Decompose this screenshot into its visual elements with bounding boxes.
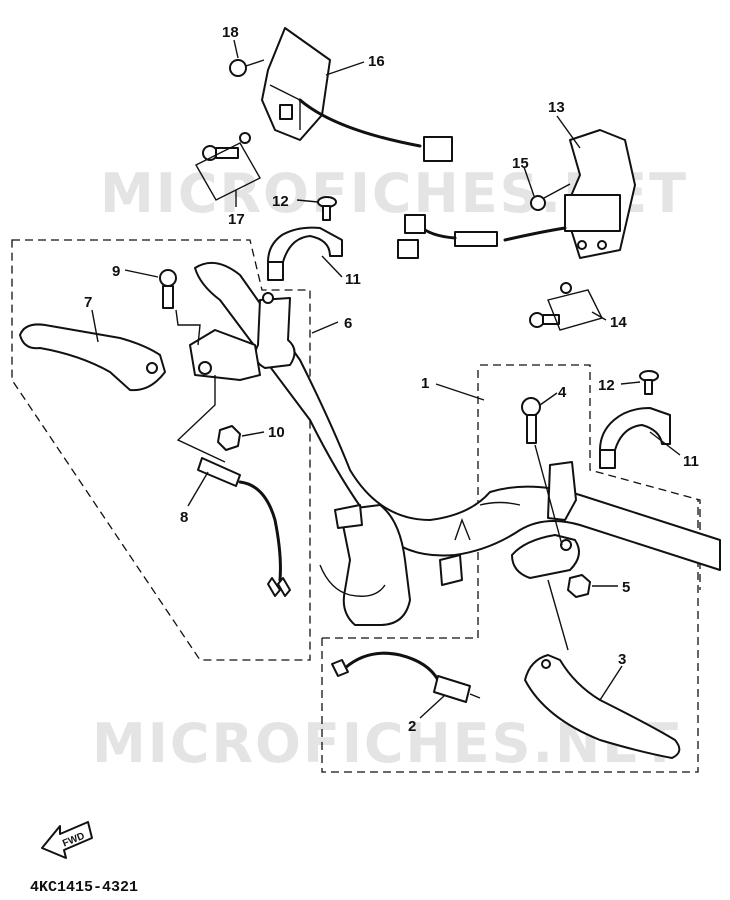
leader-11-upper	[321, 255, 343, 278]
callout-3: 3	[618, 651, 626, 668]
callout-11-right: 11	[683, 453, 699, 470]
callout-13: 13	[548, 99, 565, 116]
bolt-4	[521, 397, 541, 444]
diagram-code: 4KC1415-4321	[30, 879, 138, 896]
callout-16: 16	[368, 53, 385, 70]
leader-1	[435, 383, 485, 401]
callout-18: 18	[222, 24, 239, 41]
nut-5	[567, 574, 591, 598]
callout-6: 6	[344, 315, 352, 332]
screw-14	[529, 282, 572, 328]
handlebar	[194, 261, 721, 571]
callout-2: 2	[408, 718, 416, 735]
leader-holder-switch	[176, 375, 226, 463]
right-lever-holder	[511, 461, 580, 579]
callout-17: 17	[228, 211, 245, 228]
leader-17-box	[195, 142, 261, 201]
leader-lever-3	[547, 579, 569, 651]
leader-7	[91, 309, 99, 343]
handlebar-holder	[319, 504, 471, 626]
screw-17	[202, 132, 251, 161]
callout-8: 8	[180, 509, 188, 526]
screw-15	[530, 183, 571, 211]
leader-8	[187, 471, 209, 507]
right-lever-group-box-side	[322, 365, 479, 639]
right-lever-group-box-upper	[480, 364, 701, 590]
clutch-switch	[197, 457, 291, 597]
leader-18	[233, 39, 239, 59]
callout-1: 1	[421, 375, 429, 392]
leader-16	[325, 61, 365, 76]
left-lever-holder	[189, 292, 296, 381]
right-lever	[524, 654, 681, 759]
screw-12-right	[639, 370, 659, 395]
leader-14	[591, 311, 607, 321]
callout-5: 5	[622, 579, 630, 596]
leader-9	[124, 269, 159, 278]
callout-11-upper: 11	[345, 271, 361, 288]
callout-10: 10	[268, 424, 285, 441]
callout-12-right: 12	[598, 377, 615, 394]
callout-12-left: 12	[272, 193, 289, 210]
nut-10	[217, 425, 241, 451]
callout-7: 7	[84, 294, 92, 311]
callout-9: 9	[112, 263, 120, 280]
handlebar-clamp-right	[599, 407, 671, 469]
handlebar-clamp-upper	[267, 226, 343, 281]
right-lever-group-box-lower	[321, 500, 699, 773]
leader-12-left	[296, 199, 319, 203]
leader-3	[599, 665, 623, 701]
leader-2	[419, 695, 445, 719]
callout-4: 4	[558, 384, 567, 401]
left-lever-group-box	[11, 239, 311, 661]
leader-10	[241, 431, 265, 437]
leader-9-holder	[175, 309, 201, 346]
front-stop-switch	[331, 651, 481, 703]
left-handlebar-switch	[261, 27, 453, 162]
leader-15	[523, 166, 535, 197]
leader-11-right	[649, 431, 681, 456]
screw-18	[229, 59, 265, 77]
bolt-9	[159, 269, 177, 309]
callout-14: 14	[610, 314, 627, 331]
leader-12-right	[620, 381, 641, 385]
right-handlebar-switch	[397, 129, 636, 259]
leader-bolt-4	[534, 444, 563, 546]
leader-4	[539, 392, 558, 406]
leader-13	[556, 115, 581, 149]
leader-6	[311, 321, 339, 334]
fwd-arrow-icon: FWD	[41, 821, 93, 859]
callout-15: 15	[512, 155, 529, 172]
left-lever	[19, 323, 166, 392]
